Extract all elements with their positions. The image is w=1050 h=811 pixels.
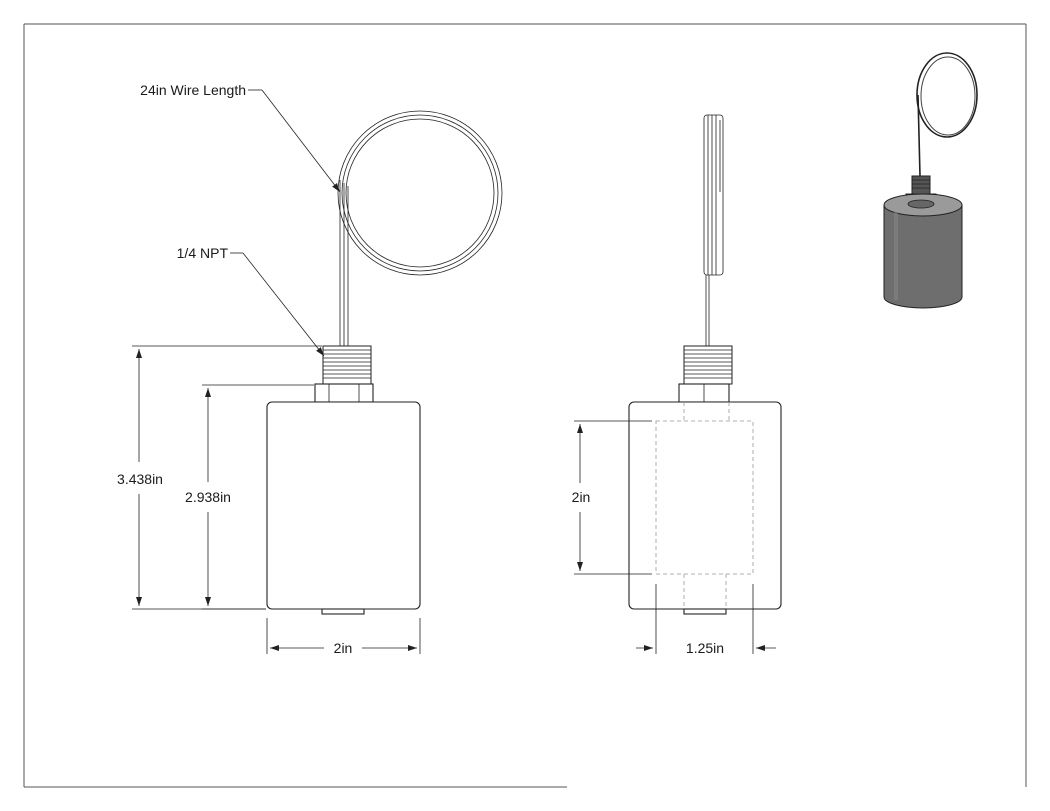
- front-body: [266, 401, 421, 610]
- iso-wire-loop: [916, 52, 978, 177]
- front-wire-loop: [337, 110, 503, 346]
- front-width-label: 2in: [334, 640, 353, 656]
- body-height-dimension: [202, 384, 314, 610]
- npt-label: 1/4 NPT: [177, 245, 229, 261]
- side-body: [628, 401, 782, 610]
- iso-body: [883, 193, 963, 309]
- side-bottom-boss: [683, 608, 727, 615]
- front-bottom-boss: [321, 608, 365, 615]
- inner-height-label: 2in: [572, 489, 591, 505]
- front-width-dimension: [266, 618, 421, 654]
- inner-height-dimension: [574, 420, 652, 575]
- body-height-label: 2.938in: [185, 489, 231, 505]
- side-npt-fitting: [678, 345, 733, 403]
- wire-length-leader: [248, 89, 341, 193]
- inner-width-label: 1.25in: [686, 640, 724, 656]
- side-view: 2in 1.25in: [572, 114, 782, 656]
- overall-height-dimension: [132, 345, 322, 610]
- overall-height-label: 3.438in: [117, 471, 163, 487]
- front-view: 24in Wire Length 1/4 NPT 3.438in 2.938in: [117, 82, 503, 656]
- front-npt-fitting: [314, 345, 374, 403]
- isometric-view: [883, 52, 978, 309]
- sheet-border: [23, 23, 1027, 788]
- wire-length-label: 24in Wire Length: [140, 82, 246, 98]
- npt-leader: [230, 252, 325, 357]
- side-hidden-lines: [655, 402, 754, 609]
- inner-width-dimension: [636, 584, 776, 654]
- side-wire-coil: [703, 114, 724, 346]
